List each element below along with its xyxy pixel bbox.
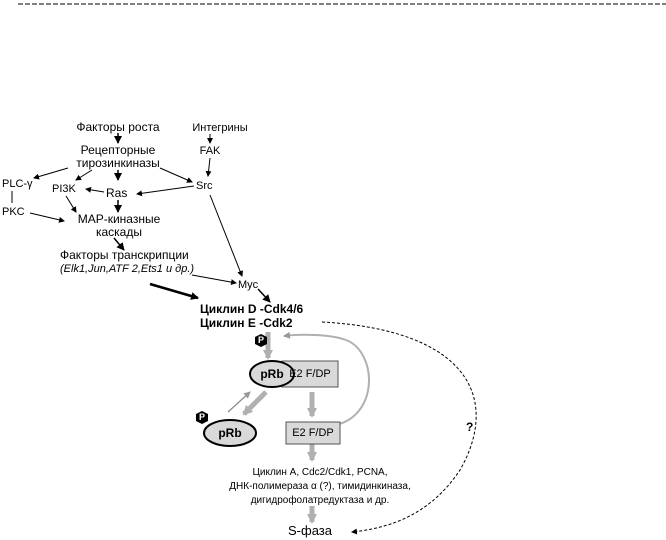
label-targets-line3: дигидрофолатредуктаза и др. xyxy=(250,495,390,506)
label-receptor-tk-line1: Рецепторные xyxy=(80,143,156,157)
arrow-fak-to-src xyxy=(205,157,212,177)
phospho-top-badge xyxy=(255,334,267,347)
arrow-map-to-tf xyxy=(113,237,125,251)
e2f-dp-free-box xyxy=(285,421,341,445)
label-tf-line2: (Elk1,Jun,ATF 2,Ets1 и др.) xyxy=(60,263,195,275)
arrow-src-to-myc xyxy=(209,194,243,277)
label-pkc: PKC xyxy=(2,206,25,218)
label-prb-top: pRb xyxy=(260,367,284,381)
label-prb-bottom: pRb xyxy=(218,426,242,440)
label-map-line1: MAP-киназные xyxy=(77,212,161,226)
label-myc: Myc xyxy=(238,279,259,291)
prb-bottom-ellipse xyxy=(203,419,257,447)
arrow-src-to-ras xyxy=(136,185,195,197)
phospho-bottom-badge xyxy=(196,411,208,424)
label-targets-line2: ДНК-полимераза α (?), тимидинкиназа, xyxy=(229,481,411,492)
label-fak: FAK xyxy=(199,145,221,157)
label-cyclin-e: Циклин E -Cdk2 xyxy=(200,316,293,330)
label-integrins: Интегрины xyxy=(192,122,248,134)
arrow-rtk-to-pi3k xyxy=(75,169,93,181)
label-pi3k: PI3K xyxy=(52,183,76,195)
prb-top-ellipse xyxy=(249,360,295,388)
label-ras: Ras xyxy=(106,186,128,200)
arrow-myc-to-cyclins xyxy=(257,288,271,303)
label-targets-line1: Циклин А, Cdc2/Cdk1, PCNA, xyxy=(252,467,388,478)
label-src: Src xyxy=(196,180,213,192)
label-e2f-dp-free: E2 F/DP xyxy=(292,427,334,439)
label-s-phase: S-фаза xyxy=(288,523,332,538)
label-phospho-top: P xyxy=(257,335,264,345)
arrow-tf-to-cyclins xyxy=(149,282,199,300)
dashed-arc-cyclins-to-sphase xyxy=(321,321,477,535)
label-receptor-tk-line2: тирозинкиназы xyxy=(76,156,160,170)
feedback-loop-e2f-to-cyclins xyxy=(283,331,370,427)
label-e2f-dp-bound: E2 F/DP xyxy=(289,368,331,380)
arrow-rtk-to-plc xyxy=(33,167,69,180)
label-growth-factors: Факторы роста xyxy=(76,120,160,134)
arrow-rtk-to-src xyxy=(159,167,193,183)
arrow-ras-to-pi3k xyxy=(85,186,105,193)
arrow-pkc-to-map xyxy=(29,212,65,223)
arrow-pi3k-to-map xyxy=(65,195,77,213)
arrow-tf-to-myc xyxy=(191,274,237,286)
label-plc: PLC-γ xyxy=(2,178,33,190)
label-question: ? xyxy=(466,420,474,434)
label-tf-line1: Факторы транскрипции xyxy=(60,248,189,262)
label-phospho-bottom: P xyxy=(198,412,205,422)
arrow-free-prb-to-complex xyxy=(227,391,251,413)
arrow-complex-to-free-prb xyxy=(242,390,268,416)
label-cyclin-d: Циклин D -Cdk4/6 xyxy=(200,302,304,316)
label-map-line2: каскады xyxy=(95,225,142,239)
